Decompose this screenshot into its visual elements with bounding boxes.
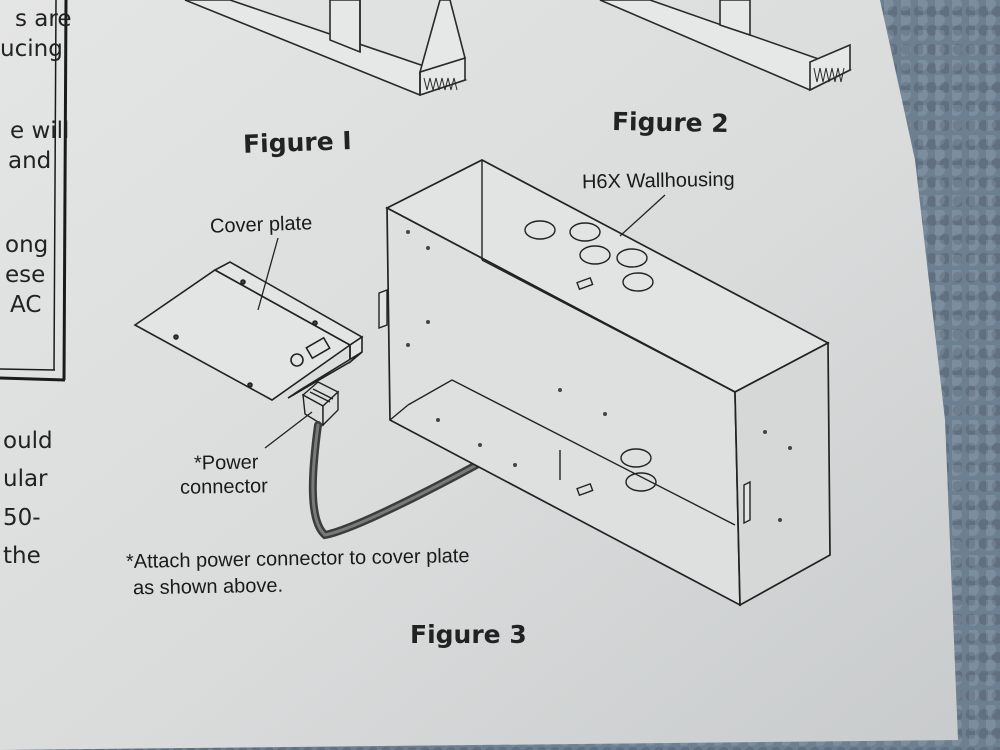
left-text-fragment: AC [10, 292, 42, 318]
left-text-fragment: ucing [0, 36, 63, 62]
left-text-fragment: ould [3, 428, 53, 454]
cover-plate-leader [257, 237, 279, 311]
figure-2-title: Figure 2 [611, 106, 729, 139]
attach-note-line-2: as shown above. [132, 574, 284, 600]
wallhousing-leader [619, 194, 666, 237]
left-text-fragment: ular [3, 466, 48, 492]
figure-1-title: Figure I [242, 126, 353, 159]
left-text-fragment: 50- [3, 505, 41, 531]
wallhousing-details [378, 160, 751, 526]
power-connector-drawing [301, 381, 340, 427]
wallhousing-drawing [385, 159, 831, 607]
power-connector-label-line-1: *Power [193, 451, 259, 475]
left-text-fragment: and [8, 148, 52, 174]
figure-3-title: Figure 3 [410, 620, 527, 649]
power-connector-leader [264, 411, 313, 449]
text-box-border [0, 0, 68, 382]
power-connector-label-line-2: connector [179, 475, 269, 499]
wallhousing-label: H6X Wallhousing [581, 168, 735, 194]
left-text-fragment: the [3, 543, 41, 569]
left-text-fragment: e will [10, 118, 70, 144]
left-text-fragment: ese [5, 262, 46, 288]
wallhousing-holes [406, 230, 792, 522]
cover-plate-drawing [133, 261, 364, 401]
cover-plate-label: Cover plate [209, 212, 313, 238]
framing-illustration [184, 0, 853, 97]
left-text-fragment: ong [5, 232, 49, 258]
left-text-fragment: s are [15, 6, 72, 32]
